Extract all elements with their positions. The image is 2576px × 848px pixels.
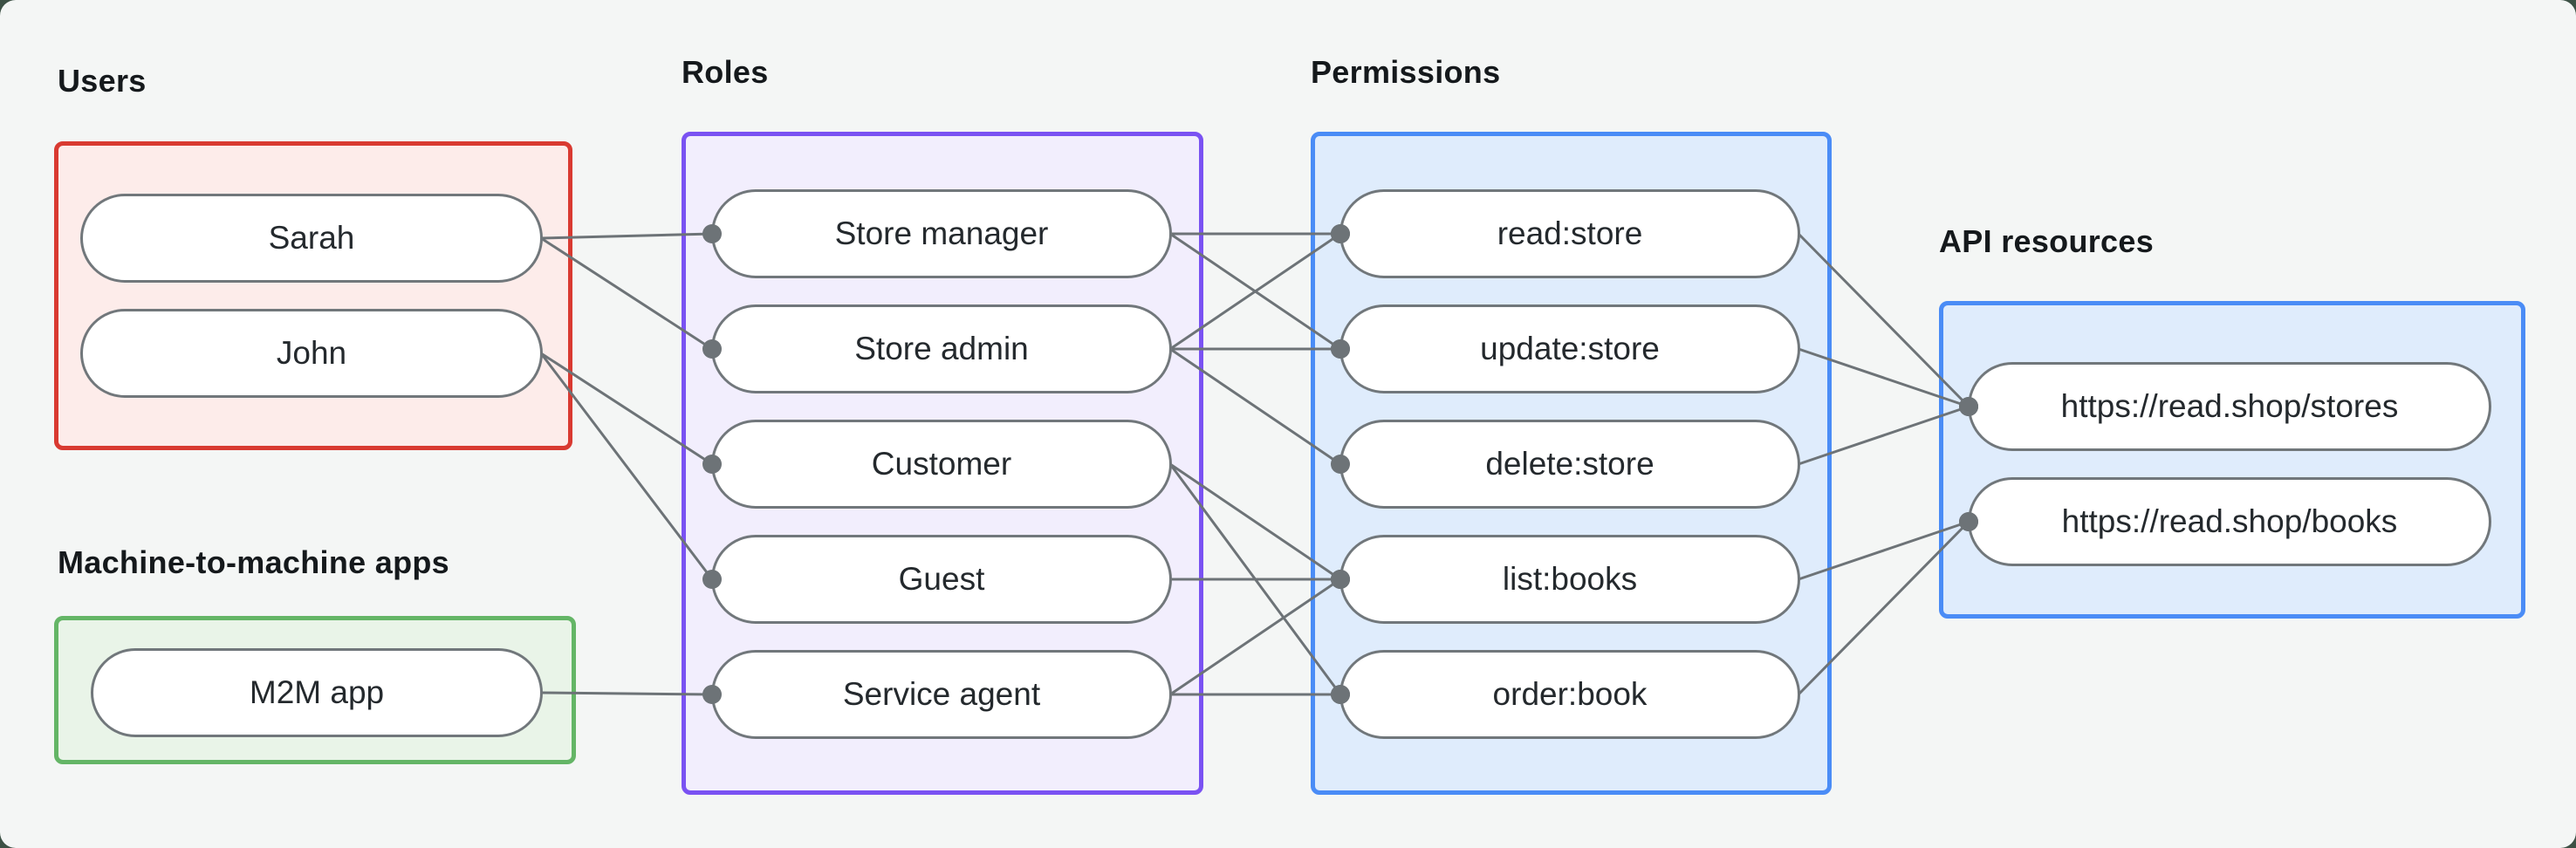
group-label-roles: Roles — [682, 54, 769, 90]
node-stores-api: https://read.shop/stores — [1968, 362, 2491, 451]
node-john: John — [80, 309, 543, 398]
node-update-store: update:store — [1339, 304, 1800, 393]
node-m2m-app: M2M app — [91, 648, 543, 737]
group-label-users: Users — [58, 63, 147, 99]
node-read-store: read:store — [1339, 189, 1800, 278]
node-store-admin: Store admin — [711, 304, 1172, 393]
node-service-agent: Service agent — [711, 650, 1172, 739]
node-list-books: list:books — [1339, 535, 1800, 624]
node-customer: Customer — [711, 420, 1172, 509]
group-label-api-resources: API resources — [1939, 223, 2155, 259]
node-sarah: Sarah — [80, 194, 543, 283]
group-box-users — [54, 141, 572, 450]
node-books-api: https://read.shop/books — [1968, 477, 2491, 566]
group-label-permissions: Permissions — [1311, 54, 1501, 90]
node-store-manager: Store manager — [711, 189, 1172, 278]
group-label-m2m-apps: Machine-to-machine apps — [58, 544, 449, 580]
node-order-book: order:book — [1339, 650, 1800, 739]
node-delete-store: delete:store — [1339, 420, 1800, 509]
node-guest: Guest — [711, 535, 1172, 624]
